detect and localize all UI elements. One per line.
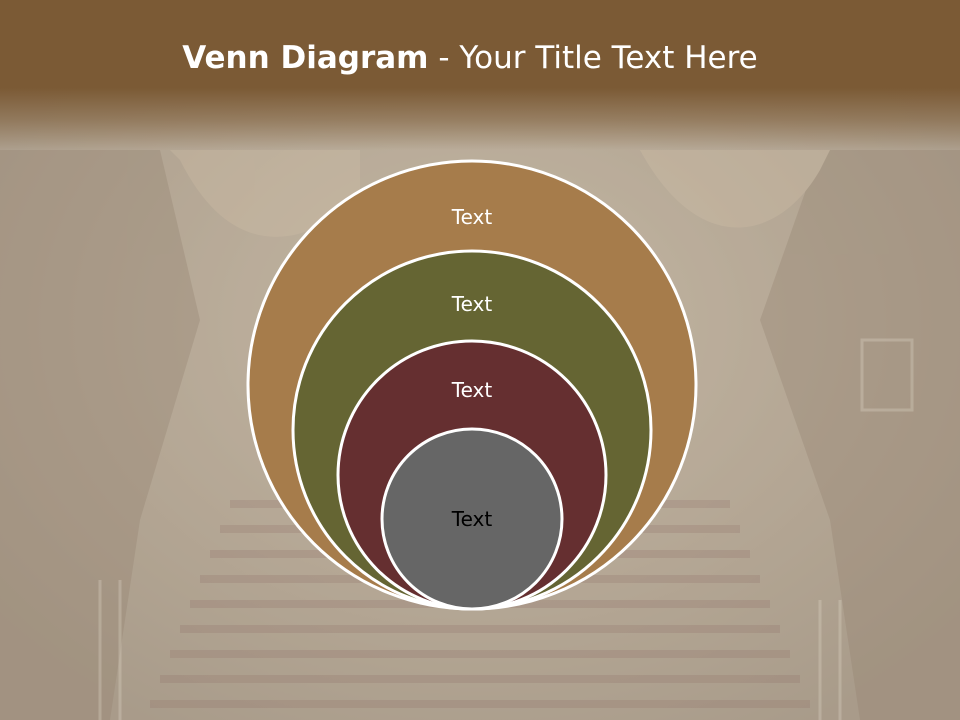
venn-label-4: Text [451,507,493,531]
venn-label-1: Text [451,205,493,229]
venn-label-2: Text [451,292,493,316]
title-bold-part: Venn Diagram [182,40,429,76]
venn-circle-4[interactable] [380,427,564,611]
venn-label-3: Text [451,378,493,402]
title-bar [0,0,960,150]
title-rest-part: - Your Title Text Here [428,40,758,76]
slide-title: Venn Diagram - Your Title Text Here [0,40,940,76]
